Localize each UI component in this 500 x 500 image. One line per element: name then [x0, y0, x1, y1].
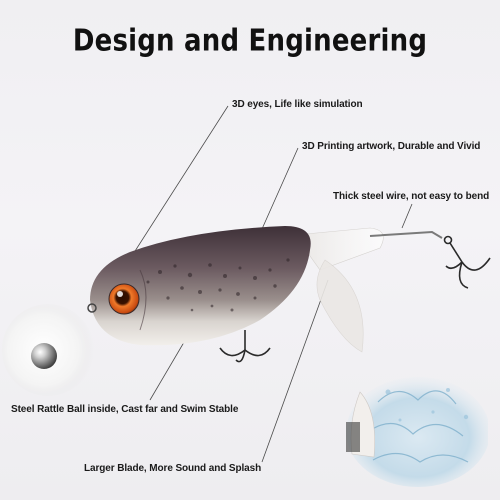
- artwork-leader-line: [257, 147, 299, 239]
- steel-ball-image: [2, 304, 94, 396]
- steel-ball: [31, 343, 57, 369]
- lure-body: [90, 226, 311, 346]
- line-tie: [87, 303, 97, 313]
- blade-leader-line: [261, 279, 329, 463]
- wire-leader-line: [401, 203, 413, 229]
- fishing-lure-image: [87, 226, 491, 363]
- page-title: Design and Engineering: [72, 23, 428, 59]
- tail-treble-hook: [443, 235, 491, 289]
- blade: [316, 259, 364, 353]
- water-splash-image: [346, 377, 488, 487]
- callout-eyes: 3D eyes, Life like simulation: [232, 99, 363, 110]
- callout-blade: Larger Blade, More Sound and Splash: [84, 463, 262, 474]
- belly-treble-hook: [219, 330, 271, 363]
- callout-artwork: 3D Printing artwork, Durable and Vivid: [302, 141, 481, 152]
- body-spots: [146, 258, 290, 312]
- eye-icon: [108, 283, 140, 315]
- gill-line: [139, 269, 147, 331]
- callout-wire: Thick steel wire, not easy to bend: [333, 191, 490, 202]
- callout-rattle: Steel Rattle Ball inside, Cast far and S…: [11, 404, 239, 415]
- steel-wire: [369, 230, 443, 239]
